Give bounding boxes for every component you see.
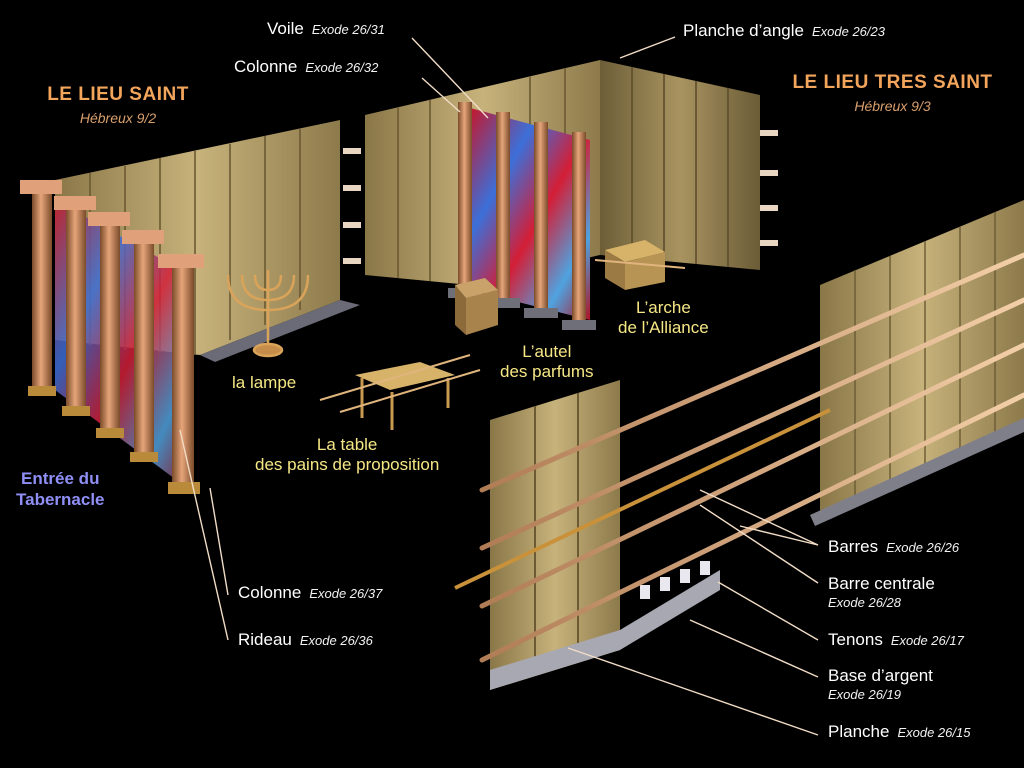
entrance-line2: Tabernacle [16,490,105,510]
bars [479,252,1024,663]
wall-tenons [343,148,361,264]
label-lampe: la lampe [232,373,297,392]
entrance-columns [20,180,204,494]
label-table: La table des pains de proposition [255,435,440,475]
ark-of-the-covenant [594,240,686,290]
entrance-label: Entrée du Tabernacle [16,468,105,511]
most-holy-place-ref: Hébreux 9/3 [854,98,931,114]
holy-place-title: LE LIEU SAINT [47,84,189,105]
veil [448,102,596,330]
section-most-holy-place: LE LIEU TRES SAINT Hébreux 9/3 [770,72,1015,114]
most-holy-side-wall [600,60,778,270]
section-holy-place: LE LIEU SAINT Hébreux 9/2 [28,84,208,126]
label-arche: L’arche de l’Alliance [618,298,709,338]
holy-place-ref: Hébreux 9/2 [79,110,157,126]
altar-of-incense [455,278,498,335]
label-barre-centrale: Barre centrale Exode 26/28 [828,574,935,610]
pointer-lines [179,36,819,736]
lampstand [226,270,310,358]
most-holy-place-title: LE LIEU TRES SAINT [792,72,993,93]
entrance-line1: Entrée du [21,469,100,488]
plank-front [490,380,720,690]
table-of-showbread [319,354,481,430]
label-base-argent: Base d’argent Exode 26/19 [828,666,933,702]
label-autel: L’autel des parfums [500,342,594,382]
middle-bar [454,408,831,590]
